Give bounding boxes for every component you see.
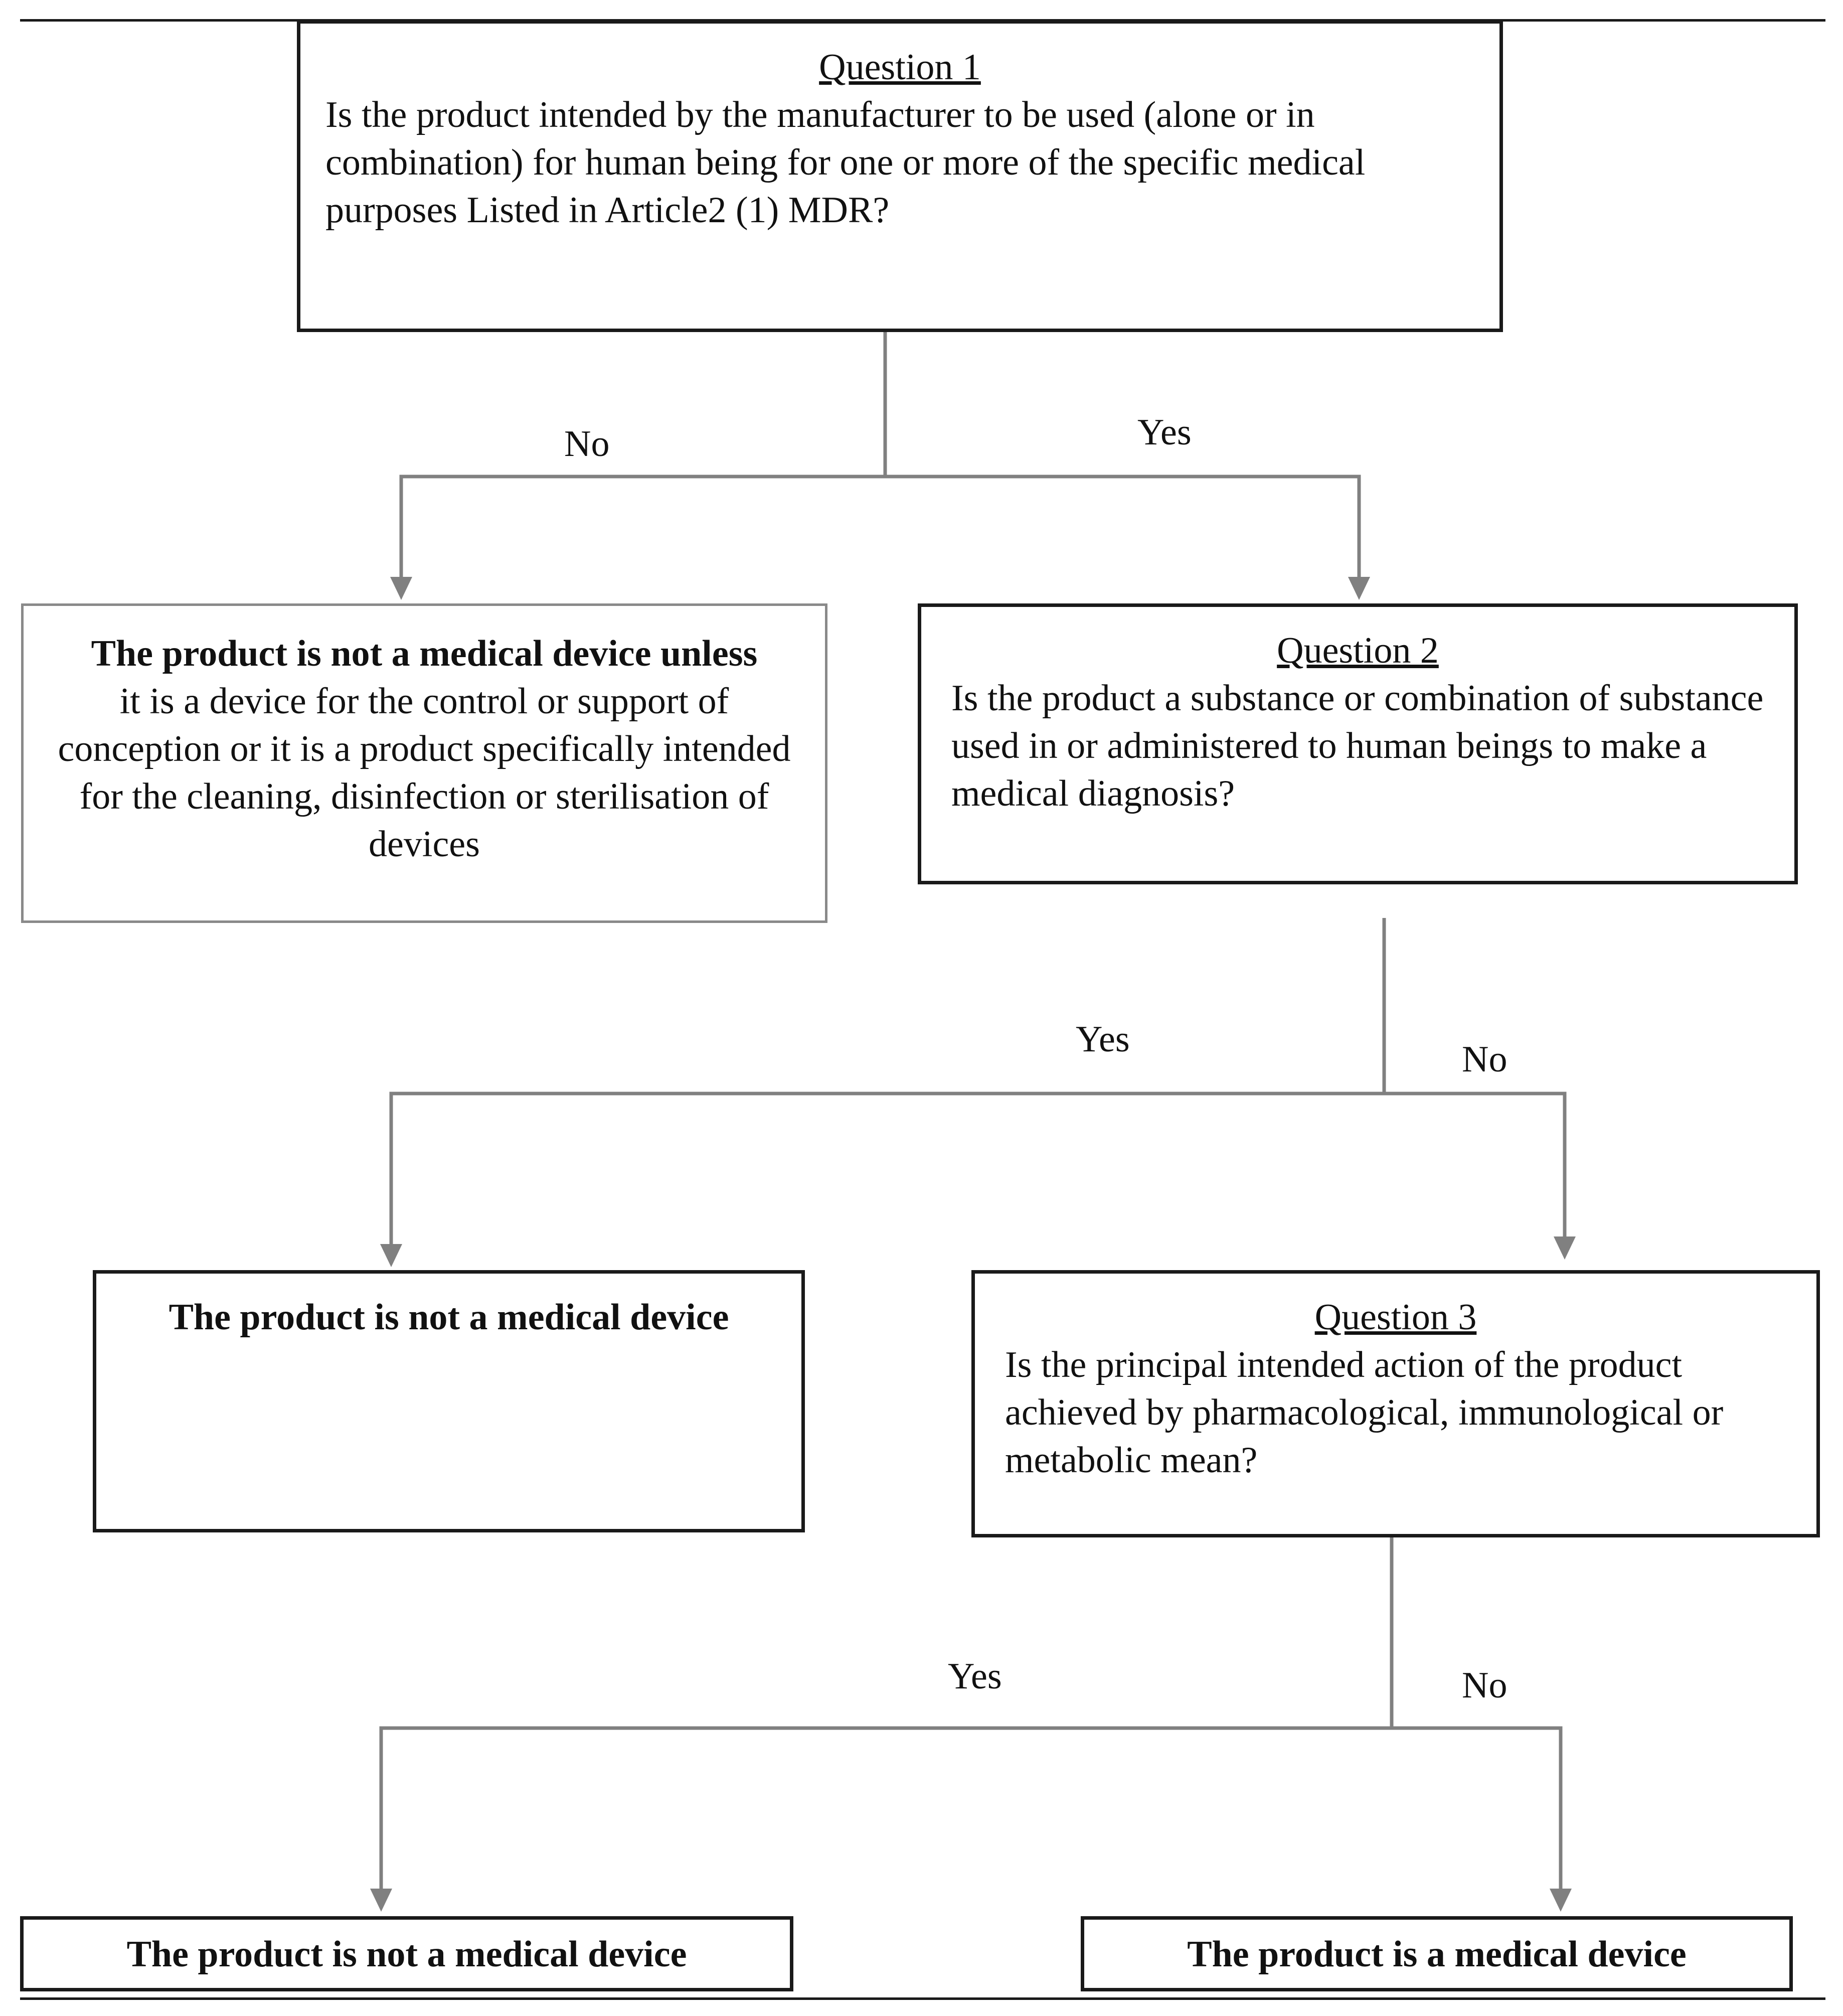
- question-1-title: Question 1: [819, 47, 981, 88]
- node-outcome-not-medical-device-unless: The product is not a medical device unle…: [21, 603, 827, 923]
- edge-label-q3-no: No: [1462, 1665, 1507, 1706]
- outcome-unless-title: The product is not a medical device unle…: [91, 633, 758, 674]
- node-outcome-not-medical-device-q3: The product is not a medical device: [20, 1916, 793, 1991]
- edge-label-q3-yes: Yes: [948, 1656, 1002, 1697]
- outcome-unless-text: it is a device for the control or suppor…: [58, 681, 791, 865]
- outcome-not-2-title: The product is not a medical device: [126, 1934, 687, 1975]
- arrowhead-q3-no: [1550, 1889, 1572, 1912]
- node-outcome-not-medical-device-q2: The product is not a medical device: [93, 1270, 805, 1532]
- node-question-1: Question 1 Is the product intended by th…: [297, 20, 1503, 332]
- node-outcome-is-medical-device: The product is a medical device: [1081, 1916, 1793, 1991]
- question-2-text: Is the product a substance or combinatio…: [951, 678, 1764, 814]
- connector-q1-yes: [885, 475, 1361, 577]
- question-3-text: Is the principal intended action of the …: [1005, 1344, 1724, 1481]
- edge-label-q1-no: No: [564, 423, 610, 464]
- outcome-is-title: The product is a medical device: [1187, 1934, 1687, 1975]
- arrowhead-q2-yes: [380, 1244, 402, 1267]
- edge-label-q2-yes: Yes: [1076, 1019, 1130, 1060]
- outcome-not-1-title: The product is not a medical device: [169, 1297, 729, 1338]
- node-question-3: Question 3 Is the principal intended act…: [971, 1270, 1820, 1537]
- question-2-title: Question 2: [1277, 630, 1439, 671]
- connector-q3-yes: [379, 1537, 1394, 1889]
- connector-q1-no: [399, 326, 887, 577]
- edge-label-q2-no: No: [1462, 1039, 1507, 1080]
- node-question-2: Question 2 Is the product a substance or…: [918, 603, 1798, 884]
- arrowhead-q1-yes: [1348, 577, 1370, 600]
- arrowhead-q1-no: [390, 577, 412, 600]
- question-3-title: Question 3: [1314, 1297, 1477, 1338]
- bottom-rule: [20, 1997, 1825, 2000]
- arrowhead-q2-no: [1554, 1236, 1576, 1260]
- connector-q3-no: [1392, 1726, 1563, 1889]
- connector-q2-no: [1384, 1092, 1567, 1236]
- edge-label-q1-yes: Yes: [1137, 412, 1192, 453]
- question-1-text: Is the product intended by the manufactu…: [325, 94, 1366, 231]
- connector-q2-yes: [389, 918, 1386, 1244]
- arrowhead-q3-yes: [370, 1889, 392, 1912]
